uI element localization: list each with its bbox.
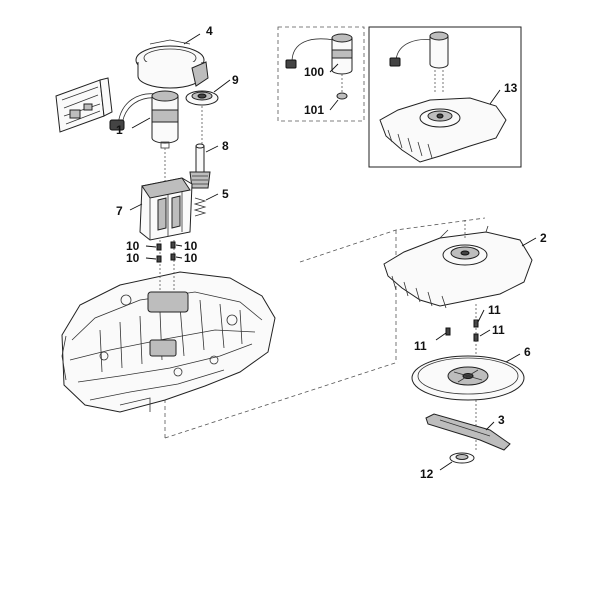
chassis-base	[61, 271, 276, 413]
callout-3: 3	[498, 413, 505, 427]
motor-100	[285, 33, 353, 75]
motor-housing-7	[139, 177, 193, 241]
callout-10-a: 10	[126, 239, 140, 253]
shaft-8	[189, 143, 211, 189]
callout-4: 4	[206, 24, 213, 38]
blade-guard-13	[379, 97, 507, 163]
screws-11	[445, 319, 479, 342]
callout-11-c: 11	[414, 339, 427, 353]
blade-guard-2	[383, 225, 533, 309]
callout-11-a: 11	[488, 303, 501, 317]
callout-101: 101	[304, 103, 324, 117]
callout-10-b: 10	[184, 239, 198, 253]
motor-inset-13	[389, 31, 449, 92]
blade-disc-6	[411, 355, 525, 401]
callout-2: 2	[540, 231, 547, 245]
callout-1: 1	[116, 123, 123, 137]
callout-100: 100	[304, 65, 324, 79]
callout-13: 13	[504, 81, 518, 95]
callout-10-c: 10	[126, 251, 140, 265]
callout-7: 7	[116, 204, 123, 218]
callout-5: 5	[222, 187, 229, 201]
motor-1	[109, 90, 179, 149]
callout-11-b: 11	[492, 323, 505, 337]
leader-lines	[129, 33, 537, 471]
callout-10-d: 10	[184, 251, 198, 265]
inset-box-blade-guard	[368, 26, 522, 168]
blade-holder-12	[449, 452, 475, 464]
control-board-bracket	[55, 77, 113, 133]
inset-box-motor-variant	[277, 26, 365, 122]
washer-101	[336, 92, 348, 100]
cover-ring-4	[135, 39, 209, 89]
callout-8: 8	[222, 139, 229, 153]
blade-3	[425, 413, 511, 451]
callout-12: 12	[420, 467, 434, 481]
callout-6: 6	[524, 345, 531, 359]
callout-9: 9	[232, 73, 239, 87]
screws-10	[156, 241, 176, 263]
gear-9	[185, 90, 219, 106]
spring-5	[193, 197, 207, 217]
